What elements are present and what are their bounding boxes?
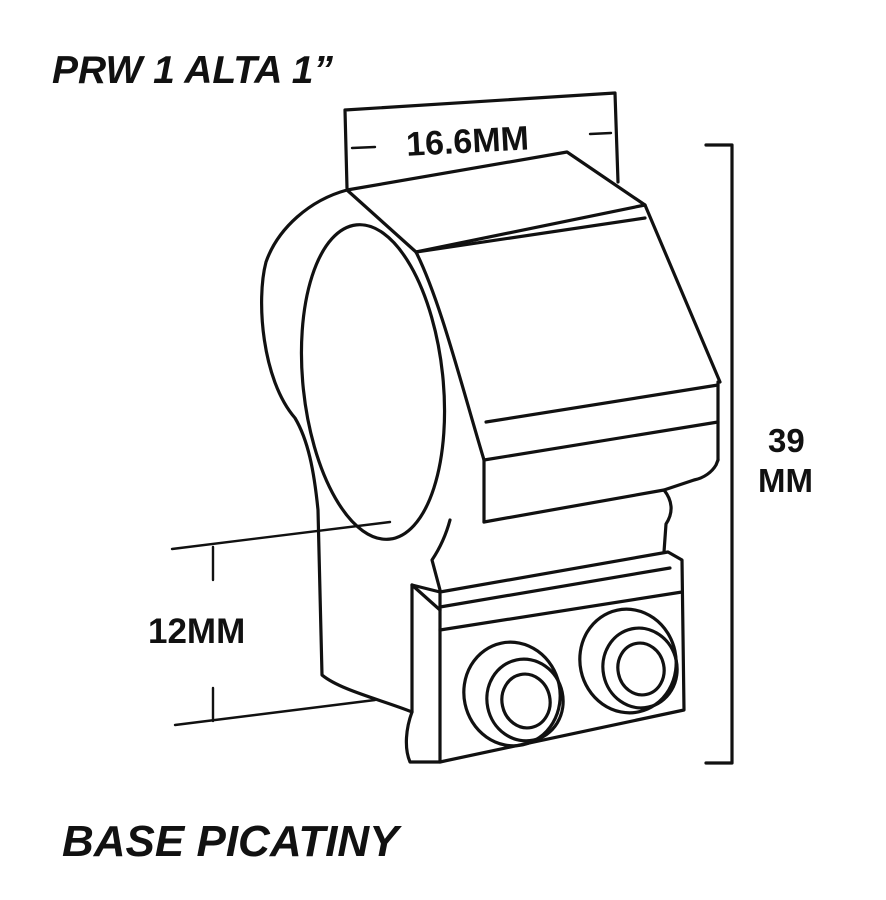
base-type-label: BASE PICATINY bbox=[62, 817, 402, 866]
width-dimension: 16.6MM bbox=[343, 91, 620, 190]
base-height-label: 12MM bbox=[148, 612, 245, 651]
width-label: 16.6MM bbox=[405, 119, 530, 163]
screw-right bbox=[578, 607, 679, 715]
height-label-number: 39 bbox=[768, 422, 805, 459]
base-height-dimension: 12MM bbox=[148, 520, 392, 727]
product-title: PRW 1 ALTA 1” bbox=[52, 49, 333, 92]
height-label-unit: MM bbox=[758, 462, 813, 499]
screw-left bbox=[462, 640, 565, 748]
height-dimension: 39 MM bbox=[704, 143, 813, 765]
scope-ring bbox=[260, 150, 722, 764]
